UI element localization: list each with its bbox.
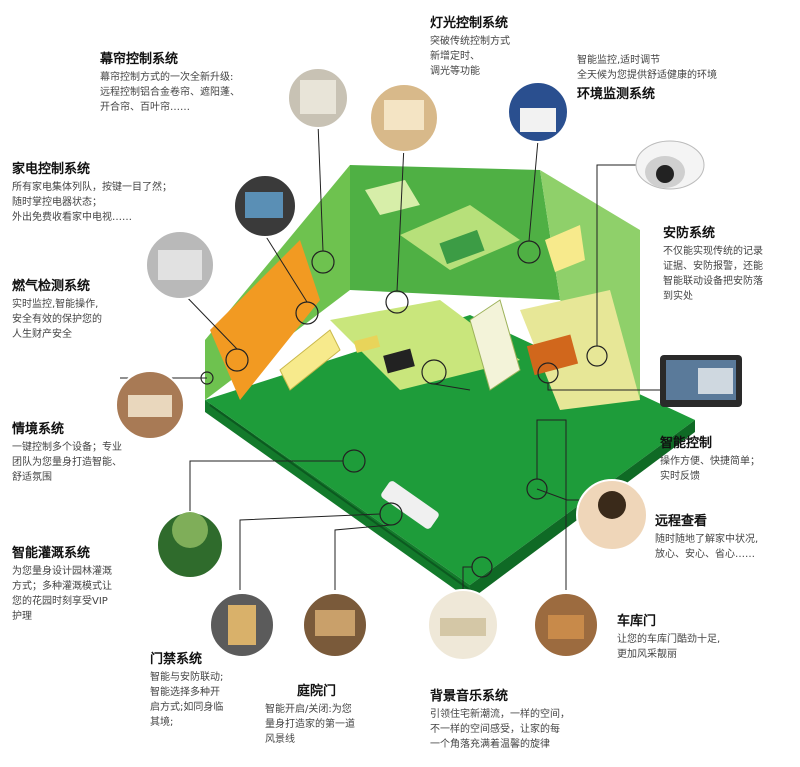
music-title: 背景音乐系统 [430, 689, 509, 704]
coffee-table [383, 348, 415, 374]
stair-upper [545, 225, 585, 272]
bed [439, 229, 485, 265]
music-desc: 引领住宅新潮流，一样的空间， 不一样的空间感受，让家的每 一个角落充满着温馨的旋… [430, 709, 570, 750]
irrigation-title: 智能灌溉系统 [12, 546, 91, 561]
courtyard-photo-detail [315, 610, 355, 636]
leader-line [179, 289, 238, 350]
leader-line [536, 419, 567, 590]
garage-door [526, 334, 579, 376]
garage-desc: 让您的车库门酷劲十足, 更加风采靓丽 [617, 634, 721, 660]
remote-title: 远程查看 [655, 514, 708, 529]
garage-label: 车库门 让您的车库门酷劲十足, 更加风采靓丽 [617, 610, 720, 662]
appliance-desc: 所有家电集体列队，按键一目了然； 随时掌控电器状态； 外出免费收看家中电视…… [12, 182, 172, 223]
garage [520, 290, 640, 410]
appliance-title: 家电控制系统 [12, 162, 91, 177]
gas-desc: 实时监控,智能操作, 安全有效的保护您的 人生财产安全 [12, 299, 102, 340]
courtyard-desc: 智能开启/关闭:为您 量身打造家的第一道 风景线 [265, 704, 355, 745]
control-panel-icon [660, 355, 742, 407]
leader-line [396, 144, 405, 292]
access-label: 门禁系统 智能与安防联动; 智能选择多种开 启方式;如同身临 其境; [150, 648, 223, 730]
leader-line [596, 164, 640, 346]
irrigation-desc: 为您量身设计园林灌溉 方式；多种灌溉模式让 您的花园时刻享受VIP 护理 [12, 566, 112, 622]
leader-line [433, 383, 471, 391]
remote-desc: 随时随地了解家中状况, 放心、安心、省心…… [655, 534, 759, 560]
kitchen-wall [210, 240, 320, 400]
remote-photo-detail [598, 491, 626, 519]
curtain-desc: 幕帘控制方式的一次全新升级: 远程控制铝合金卷帘、遮阳蓬、 开合帘、百叶帘…… [100, 72, 240, 113]
music-label: 背景音乐系统 引领住宅新潮流，一样的空间， 不一样的空间感受，让家的每 一个角落… [430, 685, 570, 752]
stairs [469, 299, 521, 391]
smart-label: 智能控制 操作方便、快捷简单； 实时反馈 [660, 432, 760, 484]
environment-desc: 智能监控,适时调节 全天候为您提供舒适健康的环境 [577, 55, 717, 81]
gas-title: 燃气检测系统 [12, 279, 91, 294]
access-desc: 智能与安防联动; 智能选择多种开 启方式;如同身临 其境; [150, 672, 224, 728]
irrigation-photo-detail [172, 512, 208, 548]
garage-title: 车库门 [617, 614, 657, 629]
remote-label: 远程查看 随时随地了解家中状况, 放心、安心、省心…… [655, 510, 758, 562]
security-desc: 不仅能实现传统的记录 证据、安防报警，还能 智能联动设备把安防落 到实处 [663, 246, 763, 302]
music-photo-detail [440, 618, 486, 636]
scene-label: 情境系统 一键控制多个设备；专业 团队为您量身打造智能、 舒适氛围 [12, 418, 122, 485]
environment-label: 智能监控,适时调节 全天候为您提供舒适健康的环境 环境监测系统 [577, 50, 717, 102]
scene-photo-detail [128, 395, 172, 417]
living-room [330, 300, 520, 390]
appliance-photo-detail [245, 192, 283, 218]
leader-line [189, 460, 343, 520]
bathroom [365, 180, 420, 215]
curtain-title: 幕帘控制系统 [100, 52, 179, 67]
leader-line [462, 566, 472, 590]
smart-title: 智能控制 [660, 436, 713, 451]
leader-lines [120, 122, 660, 590]
scene-title: 情境系统 [12, 422, 65, 437]
leader-line [317, 122, 324, 252]
gas-photo-detail [158, 250, 202, 280]
lighting-title: 灯光控制系统 [430, 16, 509, 31]
appliance-label: 家电控制系统 所有家电集体列队，按键一目了然； 随时掌控电器状态； 外出免费收看… [12, 158, 172, 225]
curtain-label: 幕帘控制系统 幕帘控制方式的一次全新升级: 远程控制铝合金卷帘、遮阳蓬、 开合帘… [100, 48, 240, 115]
gas-label: 燃气检测系统 实时监控,智能操作, 安全有效的保护您的 人生财产安全 [12, 275, 102, 342]
courtyard-gate [381, 481, 439, 529]
thumbnails [115, 67, 648, 661]
leader-line [547, 383, 660, 391]
leader-line [334, 524, 392, 590]
access-photo-detail [228, 605, 256, 645]
lighting-label: 灯光控制系统 突破传统控制方式 新增定时、 调光等功能 [430, 12, 510, 79]
leader-line [528, 139, 539, 242]
security-camera-icon [635, 140, 705, 190]
leader-line [264, 234, 308, 303]
environment-photo-detail [520, 108, 556, 132]
access-title: 门禁系统 [150, 652, 203, 667]
awning [279, 329, 341, 391]
lighting-photo-detail [384, 100, 424, 130]
scene-desc: 一键控制多个设备；专业 团队为您量身打造智能、 舒适氛围 [12, 442, 122, 483]
security-label: 安防系统 不仅能实现传统的记录 证据、安防报警，还能 智能联动设备把安防落 到实… [663, 222, 763, 304]
security-title: 安防系统 [663, 226, 716, 241]
irrigation-label: 智能灌溉系统 为您量身设计园林灌溉 方式；多种灌溉模式让 您的花园时刻享受VIP… [12, 542, 112, 624]
fence-line [209, 404, 471, 591]
curtain-photo-detail [300, 80, 336, 114]
courtyard-title: 庭院门 [297, 684, 337, 699]
smart-desc: 操作方便、快捷简单； 实时反馈 [660, 456, 760, 482]
garage-photo-detail [548, 615, 584, 639]
environment-title: 环境监测系统 [577, 87, 656, 102]
courtyard-label: 庭院门 智能开启/关闭:为您 量身打造家的第一道 风景线 [265, 680, 355, 747]
leader-line [239, 513, 381, 590]
lighting-desc: 突破传统控制方式 新增定时、 调光等功能 [430, 36, 510, 77]
sofa [353, 335, 381, 353]
house-floor-edge [205, 400, 470, 600]
